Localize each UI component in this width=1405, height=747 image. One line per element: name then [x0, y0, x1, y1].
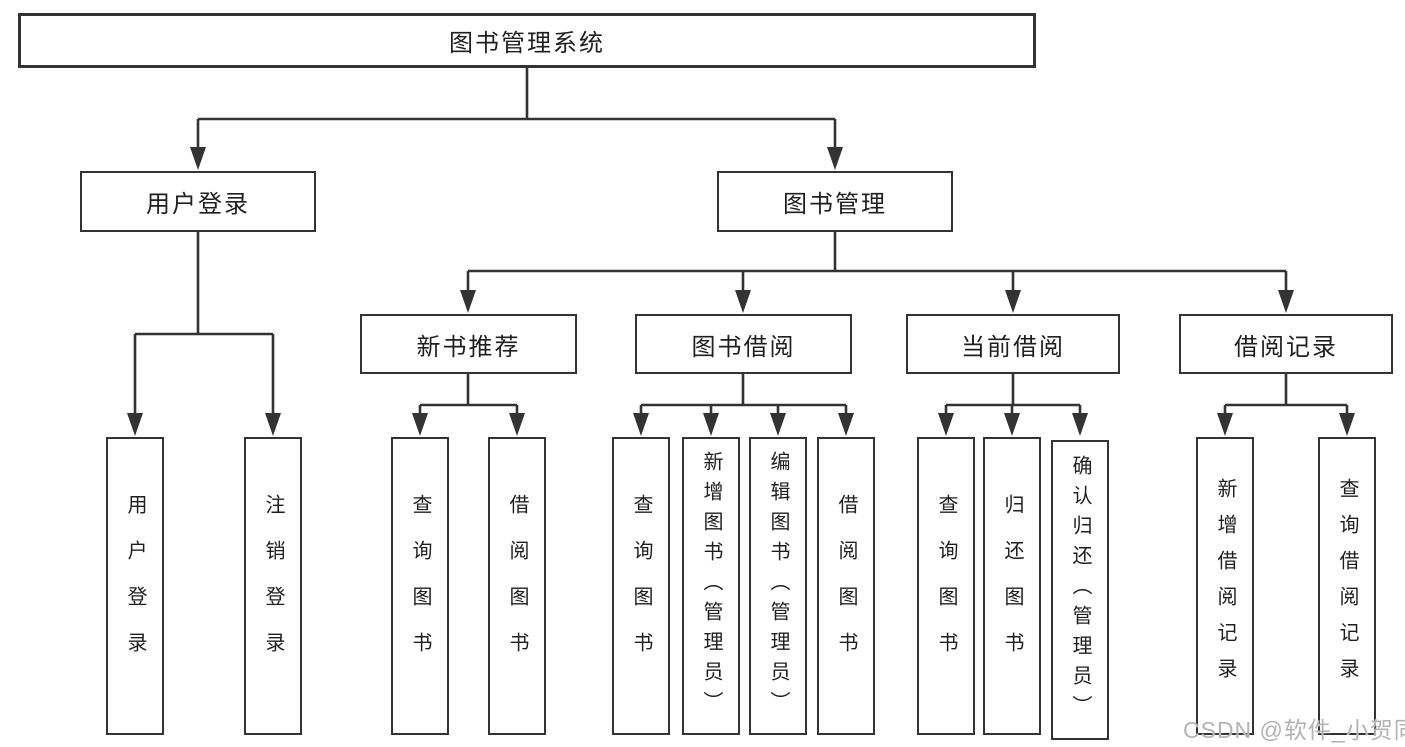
- node-leaf-borrow-books-1: 借阅图书: [488, 437, 546, 735]
- node-leaf-query-books-3: 查询图书: [917, 437, 975, 735]
- node-leaf-user-login: 用户登录: [106, 437, 164, 735]
- node-leaf-borrow-books-2: 借阅图书: [817, 437, 875, 735]
- node-current-borrow: 当前借阅: [906, 314, 1120, 374]
- node-leaf-query-borrow-record: 查询借阅记录: [1318, 437, 1376, 735]
- node-leaf-confirm-return-admin-label: 确认归还（管理员）: [1069, 455, 1091, 725]
- node-leaf-borrow-books-1-label: 借阅图书: [506, 494, 528, 678]
- node-book-borrow: 图书借阅: [635, 314, 852, 374]
- node-user-login-label: 用户登录: [146, 191, 250, 218]
- node-current-borrow-label: 当前借阅: [961, 333, 1065, 361]
- node-leaf-logout: 注销登录: [244, 437, 302, 735]
- node-leaf-borrow-books-2-label: 借阅图书: [835, 494, 857, 678]
- node-leaf-query-books-2: 查询图书: [612, 437, 670, 735]
- node-leaf-edit-book-admin: 编辑图书（管理员）: [749, 437, 807, 735]
- node-leaf-add-book-admin-label: 新增图书（管理员）: [700, 451, 722, 721]
- node-leaf-add-book-admin: 新增图书（管理员）: [682, 437, 740, 735]
- node-leaf-confirm-return-admin: 确认归还（管理员）: [1051, 440, 1109, 740]
- node-new-book-recommend: 新书推荐: [360, 314, 577, 374]
- node-library-system: 图书管理系统: [18, 13, 1036, 68]
- node-leaf-query-books-2-label: 查询图书: [630, 494, 652, 678]
- node-leaf-query-books-1-label: 查询图书: [409, 494, 431, 678]
- node-leaf-edit-book-admin-label: 编辑图书（管理员）: [767, 451, 789, 721]
- node-book-borrow-label: 图书借阅: [691, 333, 796, 361]
- node-leaf-query-borrow-record-label: 查询借阅记录: [1336, 478, 1358, 694]
- node-book-management-label: 图书管理: [783, 191, 887, 218]
- csdn-watermark: CSDN @软件_小贺同学: [1183, 717, 1405, 743]
- node-leaf-logout-label: 注销登录: [262, 494, 284, 678]
- node-leaf-add-borrow-record-label: 新增借阅记录: [1214, 478, 1236, 694]
- node-leaf-query-books-1: 查询图书: [391, 437, 449, 735]
- node-new-book-recommend-label: 新书推荐: [416, 333, 521, 361]
- node-leaf-user-login-label: 用户登录: [124, 494, 146, 678]
- node-book-management: 图书管理: [717, 171, 953, 232]
- node-library-system-label: 图书管理系统: [449, 30, 605, 57]
- node-borrow-records: 借阅记录: [1179, 314, 1393, 374]
- node-leaf-query-books-3-label: 查询图书: [935, 494, 957, 678]
- node-user-login: 用户登录: [80, 171, 316, 232]
- node-leaf-return-books-label: 归还图书: [1001, 494, 1023, 678]
- node-borrow-records-label: 借阅记录: [1234, 333, 1338, 361]
- node-leaf-return-books: 归还图书: [983, 437, 1041, 735]
- node-leaf-add-borrow-record: 新增借阅记录: [1196, 437, 1254, 735]
